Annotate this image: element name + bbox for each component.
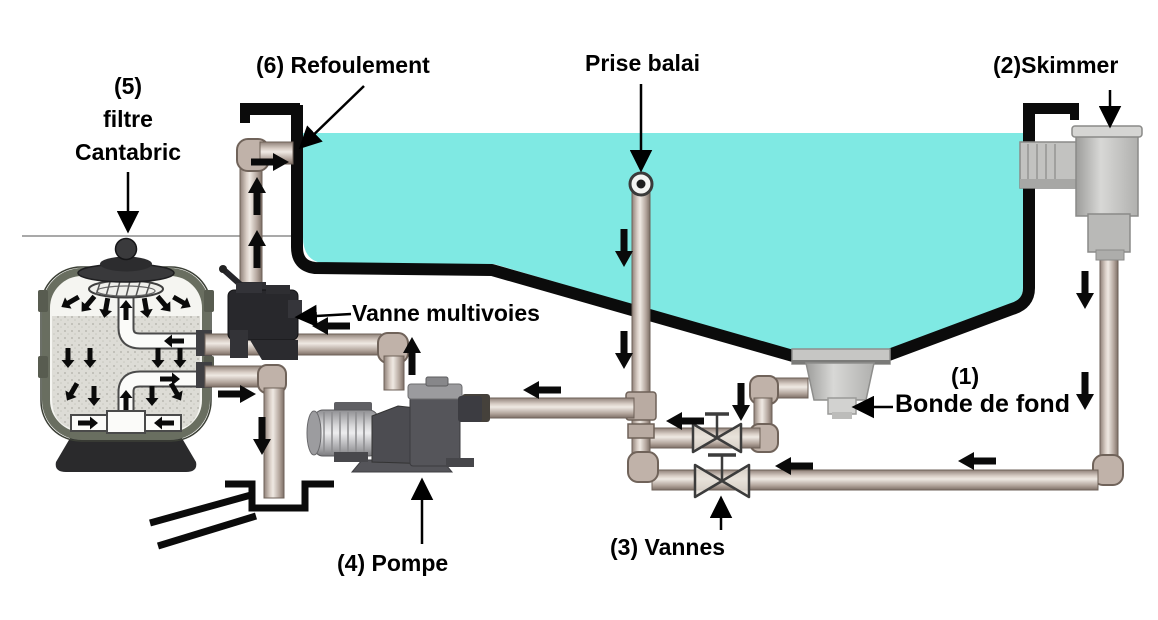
label-filtre-line3: Cantabric [74, 139, 182, 165]
skimmer-body [1019, 125, 1143, 261]
filter-diffuser [88, 279, 164, 299]
pool-deck-lips [240, 103, 1079, 123]
sewer-drain [149, 480, 334, 550]
label-bonde-de-fond: Bonde de fond [895, 390, 1070, 418]
label-vanne-multivoies: Vanne multivoies [352, 300, 540, 326]
label-refoulement: (6) Refoulement [256, 52, 430, 78]
pump-suction-pipe [462, 394, 635, 422]
filter-internal-pipes [70, 296, 205, 434]
filter-lid [77, 237, 175, 283]
valve-1 [691, 412, 743, 454]
filter-clamps [38, 290, 214, 378]
filter-knob [114, 237, 138, 261]
pump-strainer [409, 387, 461, 467]
multiport-valve [219, 265, 302, 360]
waste-pipe [204, 364, 287, 499]
label-pompe: (4) Pompe [337, 550, 449, 576]
pump [306, 376, 482, 473]
label-vannes: (3) Vannes [610, 534, 726, 560]
label-bonde-number: (1) [951, 363, 980, 389]
label-arrows [116, 84, 1122, 544]
pool-water [303, 133, 1023, 353]
pool-wall [291, 105, 1035, 364]
label-filtre-line1: (5) [113, 73, 143, 99]
label-prise-balai: Prise balai [585, 50, 701, 76]
label-skimmer: (2)Skimmer [993, 52, 1119, 78]
label-filtre-cantabric: (5) filtre Cantabric [58, 70, 198, 169]
sand-filter [38, 237, 214, 472]
valve-2 [693, 453, 751, 499]
skimmer-pipe [1092, 251, 1124, 486]
label-filtre-line2: filtre [103, 106, 153, 132]
main-drain [791, 348, 891, 419]
